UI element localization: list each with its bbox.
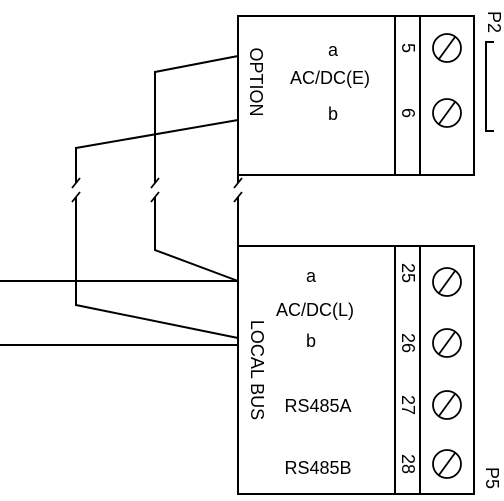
option-block	[237, 15, 475, 176]
local-bus-pin-25: 25	[398, 263, 418, 283]
screw-terminal-icon	[432, 390, 462, 420]
local-bus-pin-26: 26	[398, 333, 418, 353]
screw-terminal-icon	[432, 33, 462, 63]
break-mark-3a	[233, 177, 243, 189]
connector-p5-label: P5	[482, 467, 502, 489]
screw-terminal-icon	[432, 98, 462, 128]
break-mark-1b	[71, 191, 81, 203]
break-mark-1a	[71, 177, 81, 189]
wire-option-b	[75, 119, 239, 339]
local-bus-label-acdc: AC/DC(L)	[276, 300, 354, 320]
local-bus-pin-27: 27	[398, 395, 418, 415]
connector-p2-label: P2	[484, 11, 504, 33]
option-side-label: OPTION	[246, 47, 266, 116]
local-bus-side-label: LOCAL BUS	[247, 320, 267, 420]
local-bus-label-b: b	[306, 331, 316, 351]
option-pin-5: 5	[398, 43, 418, 53]
option-label-a: a	[328, 40, 339, 60]
local-bus-label-a: a	[306, 266, 317, 286]
break-mark-2b	[150, 191, 160, 203]
local-bus-pin-28: 28	[398, 454, 418, 474]
screw-terminal-icon	[432, 267, 462, 297]
break-marks	[73, 183, 241, 197]
option-label-acdc: AC/DC(E)	[290, 68, 370, 88]
option-label-b: b	[328, 104, 338, 124]
screw-terminal-icon	[432, 328, 462, 358]
local-bus-label-rs485b: RS485B	[284, 458, 351, 478]
break-mark-2a	[150, 177, 160, 189]
local-bus-label-rs485a: RS485A	[284, 396, 351, 416]
break-mark-3b	[233, 191, 243, 203]
option-pin-6: 6	[398, 108, 418, 118]
screw-terminal-icon	[432, 449, 462, 479]
p2-bracket	[485, 41, 494, 132]
wire-option-a	[154, 55, 239, 282]
local-bus-block	[237, 245, 475, 495]
